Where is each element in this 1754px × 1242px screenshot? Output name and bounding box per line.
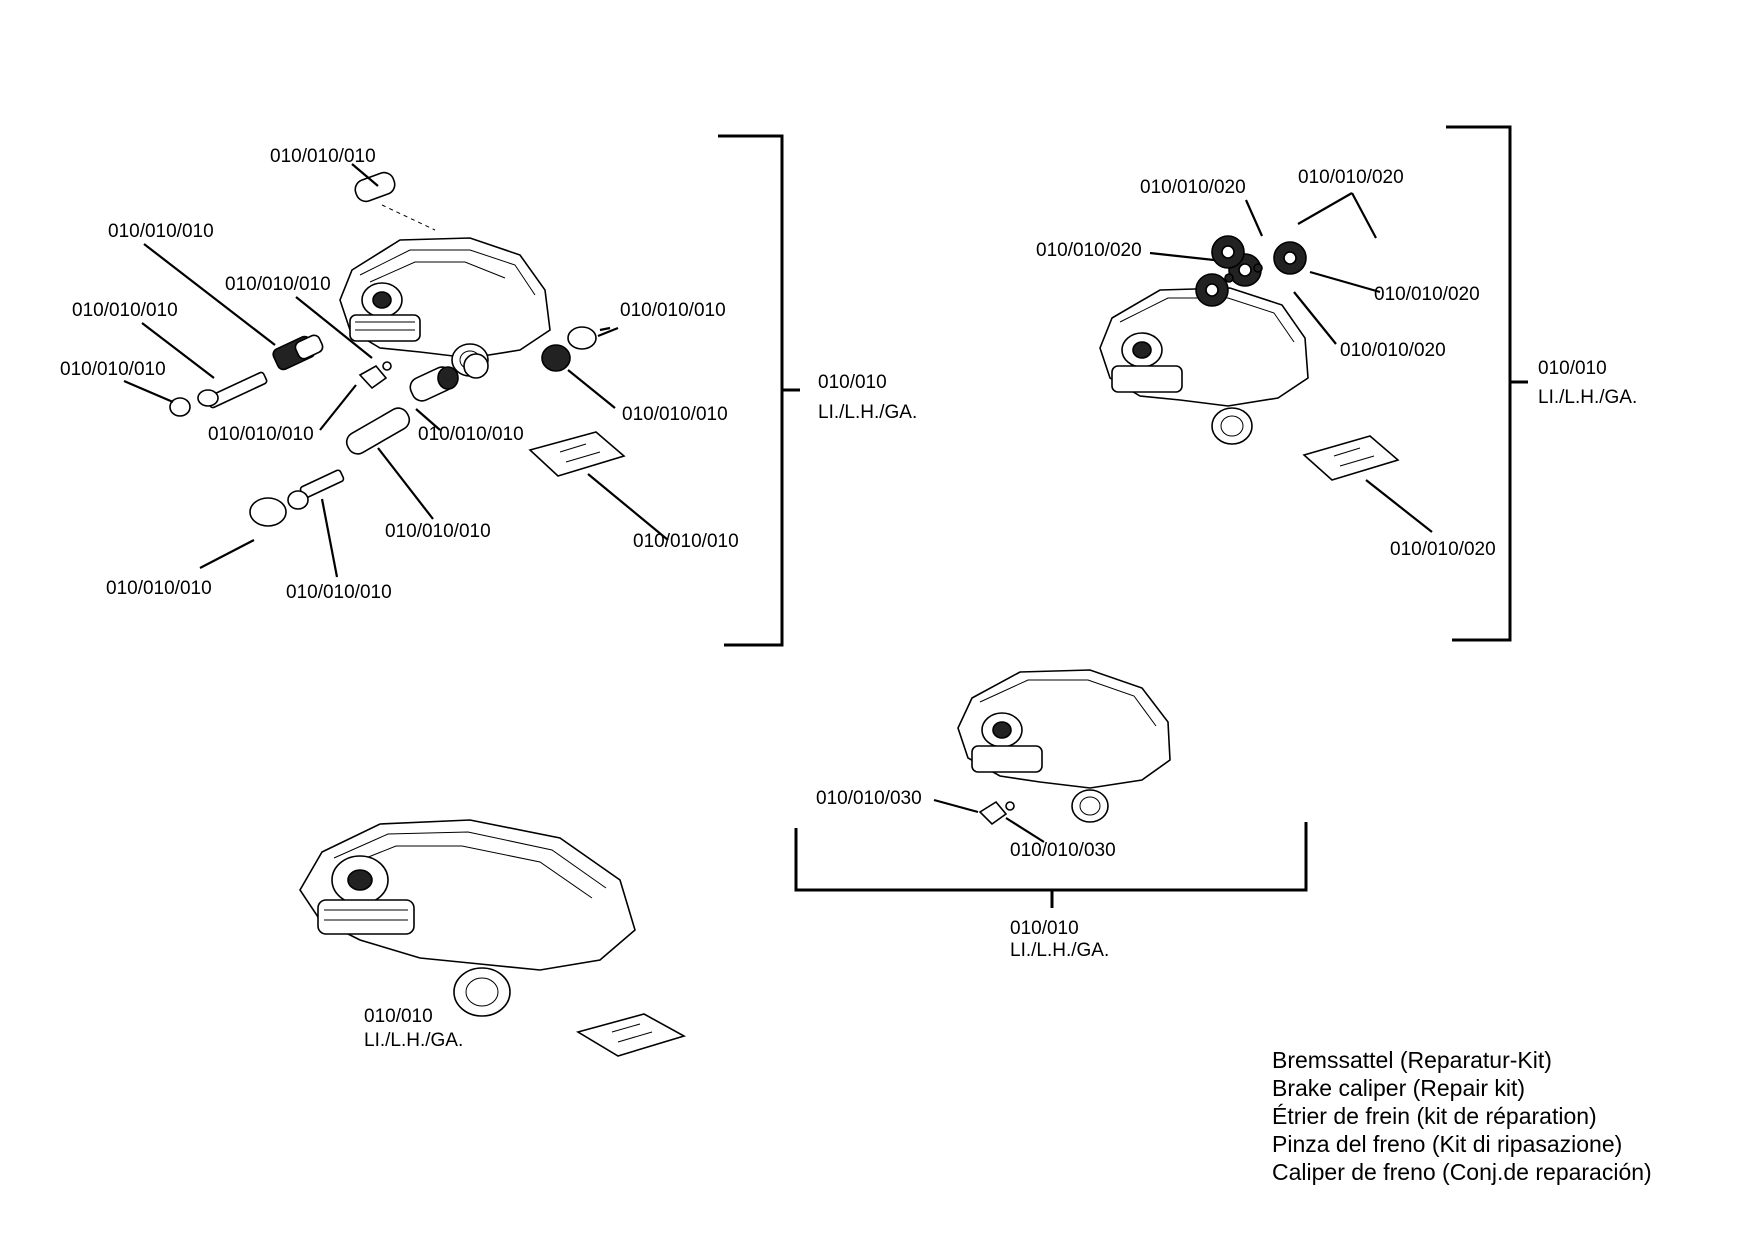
callout-label: 010/010/010	[622, 404, 728, 425]
callouts-bottom: 010/010/030 010/010/030	[816, 788, 1116, 861]
title-block: Bremssattel (Reparatur-Kit) Brake calipe…	[1272, 1047, 1652, 1185]
assembly-variant: LI./L.H./GA.	[1010, 940, 1109, 961]
callout-label: 010/010/010	[633, 531, 739, 552]
title-line-es: Caliper de freno (Conj.de reparación)	[1272, 1159, 1652, 1185]
callout-label: 010/010/010	[286, 582, 392, 603]
caliper-bottom-center	[957, 669, 1171, 826]
caliper-complete-unit	[299, 819, 687, 1057]
assembly-code: 010/010	[364, 1006, 433, 1027]
callout-label: 010/010/020	[1140, 177, 1246, 198]
title-line-de: Bremssattel (Reparatur-Kit)	[1272, 1047, 1552, 1073]
bracket-right	[1446, 125, 1528, 642]
callout-label: 010/010/020	[1298, 167, 1404, 188]
callout-label: 010/010/030	[1010, 840, 1116, 861]
caliper-exploded-left	[169, 171, 626, 527]
leader-lines-bottom	[933, 798, 1045, 843]
assembly-label-right: 010/010 LI./L.H./GA.	[1538, 358, 1637, 408]
title-line-fr: Étrier de frein (kit de réparation)	[1272, 1103, 1597, 1129]
callout-label: 010/010/010	[208, 424, 314, 445]
callout-label: 010/010/020	[1036, 240, 1142, 261]
assembly-variant: LI./L.H./GA.	[818, 402, 917, 423]
callout-label: 010/010/010	[225, 274, 331, 295]
assembly-label-bottom: 010/010 LI./L.H./GA.	[1010, 918, 1109, 961]
callout-label: 010/010/030	[816, 788, 922, 809]
callout-label: 010/010/010	[106, 578, 212, 599]
callout-label: 010/010/020	[1374, 284, 1480, 305]
assembly-variant: LI./L.H./GA.	[1538, 387, 1637, 408]
callout-label: 010/010/010	[418, 424, 524, 445]
caliper-exploded-right	[1099, 235, 1400, 481]
title-line-en: Brake caliper (Repair kit)	[1272, 1075, 1525, 1101]
callout-label: 010/010/010	[270, 146, 376, 167]
callout-label: 010/010/010	[60, 359, 166, 380]
callout-label: 010/010/010	[385, 521, 491, 542]
assembly-code: 010/010	[818, 372, 887, 393]
leader-lines-left	[123, 163, 669, 578]
assembly-label-left: 010/010 LI./L.H./GA.	[818, 372, 917, 423]
callouts-right: 010/010/020 010/010/020 010/010/020 010/…	[1036, 167, 1496, 560]
assembly-code: 010/010	[1010, 918, 1079, 939]
assembly-label-complete: 010/010 LI./L.H./GA.	[364, 1006, 463, 1051]
bracket-bottom	[794, 822, 1308, 908]
callouts-left: 010/010/010 010/010/010 010/010/010 010/…	[60, 146, 739, 603]
callout-label: 010/010/010	[72, 300, 178, 321]
leader-lines-right	[1149, 192, 1433, 533]
callout-label: 010/010/010	[620, 300, 726, 321]
callout-label: 010/010/010	[108, 221, 214, 242]
assembly-code: 010/010	[1538, 358, 1607, 379]
assembly-variant: LI./L.H./GA.	[364, 1030, 463, 1051]
bracket-left	[718, 134, 800, 647]
callout-label: 010/010/020	[1390, 539, 1496, 560]
title-line-it: Pinza del freno (Kit di ripasazione)	[1272, 1131, 1622, 1157]
callout-label: 010/010/020	[1340, 340, 1446, 361]
